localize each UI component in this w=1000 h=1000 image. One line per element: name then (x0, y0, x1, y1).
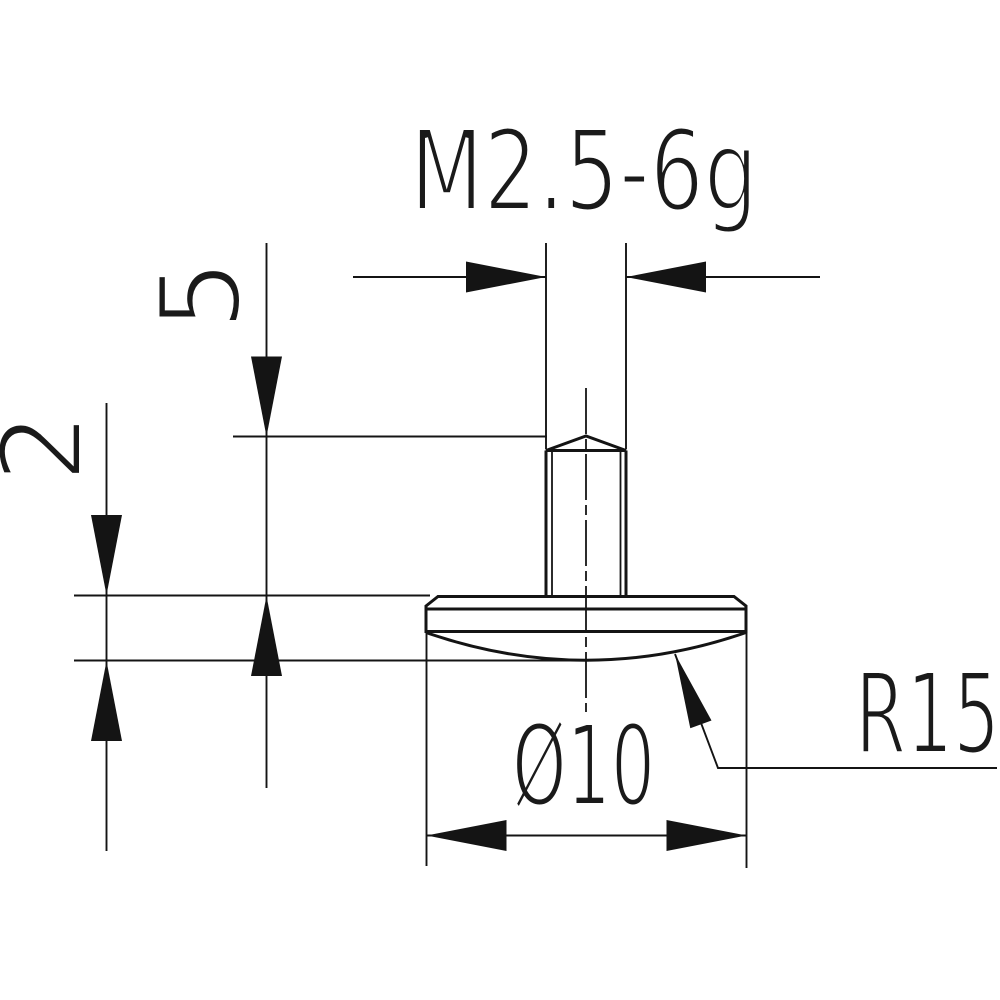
thread-spec-label: M2.5-6g (410, 107, 758, 237)
head-height-dimension: 2 (0, 403, 587, 851)
head-height-arrowhead-bottom (91, 661, 122, 741)
head-outline (424, 595, 748, 633)
thread-arrowhead-left (466, 261, 546, 293)
diameter-label: Ø10 (512, 702, 655, 832)
probe-stem (544, 434, 628, 597)
stem-tip-chamfer (545, 434, 627, 452)
diameter-dimension: Ø10 (425, 633, 748, 868)
head-height-label: 2 (0, 412, 108, 483)
head-height-arrowhead-top (91, 515, 122, 595)
diameter-arrowhead-left (426, 820, 507, 851)
radius-callout: R15 (674, 648, 1000, 782)
stem-length-arrowhead-bottom (251, 596, 282, 676)
thread-arrowhead-right (626, 261, 706, 293)
stem-length-arrowhead-top (251, 356, 282, 437)
stem-length-dimension: 5 (135, 243, 547, 788)
radius-leader-arrowhead (675, 654, 712, 729)
radius-label: R15 (855, 650, 1000, 780)
stem-length-label: 5 (137, 259, 267, 330)
thread-dimension: M2.5-6g (353, 105, 820, 449)
diameter-arrowhead-right (666, 820, 747, 851)
